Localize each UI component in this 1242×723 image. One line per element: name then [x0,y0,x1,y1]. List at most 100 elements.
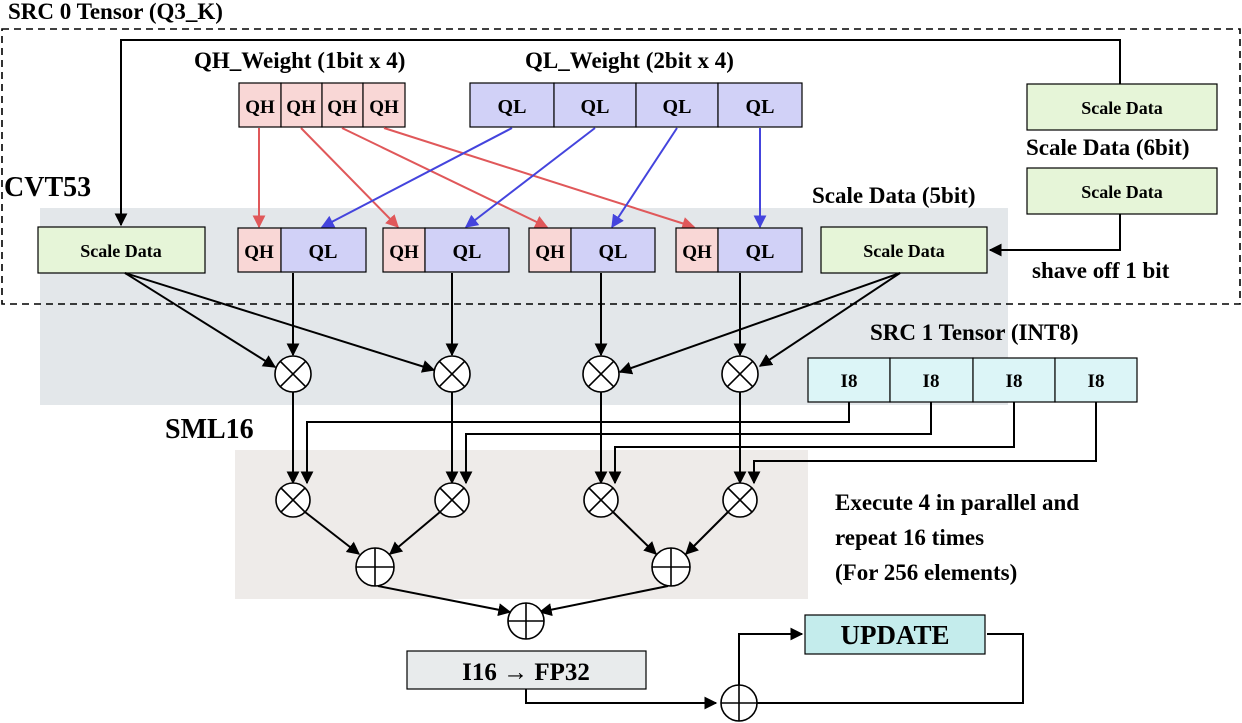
multiply-icon [583,482,619,518]
i8-cell-label: I8 [1088,371,1105,392]
scale-6bit-label: Scale Data (6bit) [1026,135,1190,160]
ql-weight-cell-label: QL [746,96,775,118]
i8-cell-label: I8 [923,371,940,392]
adder-arrow [304,511,361,555]
scale-data-box-left-label: Scale Data [80,241,161,261]
qh-weight-cell [280,82,323,128]
qh-arrow [383,127,696,230]
qh-weight-cell-label: QH [327,97,357,118]
i8-cell-label: I8 [841,371,858,392]
ql-weight-cell [469,82,555,128]
update-feedback-in [738,627,804,685]
sml16-label: SML16 [165,414,254,445]
combined-ql-cell [424,227,510,273]
ql-arrow [464,127,596,228]
ql-weight-cell-label: QL [498,96,527,118]
qh-weight-cell-label: QH [286,97,316,118]
scale-arrow [758,272,901,367]
int8-arrow [459,402,932,485]
qh-distribution-arrows [252,127,696,230]
sml16-region [235,450,808,599]
weights-to-multiplier-arrows [286,273,747,357]
convert-label: I16 → FP32 [462,659,590,686]
scale-arrow [124,272,436,373]
multiply-icon [433,355,471,393]
combined-ql-cell [570,227,656,273]
convert-to-accumulator-arrow [525,689,718,710]
multiplier-row-1 [274,355,759,393]
combined-qh-label: QH [389,242,419,263]
mult1-to-mult2-arrows [286,392,747,485]
adder-arrow [389,511,441,555]
int8-to-multiplier-arrows [300,402,1097,485]
multiply-icon [434,482,470,518]
scale-data-box-top-label: Scale Data [1081,98,1162,118]
scale-data-box-top [1026,83,1218,131]
multiply-icon [721,355,759,393]
combined-qh-label: QH [682,242,712,263]
ql-weight-cell-label: QL [663,96,692,118]
execute-line1: Execute 4 in parallel and [835,490,1079,515]
qh-weight-cell-label: QH [369,97,399,118]
adder-arrow [685,511,729,555]
convert-i16-fp32-box [406,650,647,690]
qh-weight-cell [362,82,406,128]
update-feedback-out [757,633,1024,704]
multiply-icon [582,355,620,393]
int8-arrow [608,402,1015,485]
scale-top-to-left-connector [114,39,1121,227]
combined-qh-cell [382,227,426,273]
multiplier-row-2 [275,482,758,518]
qh-arrow [300,127,399,228]
update-label: UPDATE [840,620,949,650]
adder-to-final-arrows [377,585,669,617]
scale-arrow [618,272,901,375]
scale-data-box-6bit [1026,167,1218,215]
add-icon [651,547,691,587]
combined-ql-label: QL [453,241,482,263]
combined-ql-label: QL [309,241,338,263]
i8-cell-label: I8 [1006,371,1023,392]
i8-cell [1054,357,1138,403]
qh-weight-cell [321,82,364,128]
ql-weight-title: QL_Weight (2bit x 4) [525,48,734,73]
adder-row-1 [355,547,691,587]
src1-int8-row: I8 I8 I8 I8 [807,357,1138,403]
i8-cell [972,357,1056,403]
i8-cell [889,357,974,403]
scale-data-box-5bit [820,226,988,274]
qh-weight-row: QH QH QH QH [238,82,406,128]
cvt53-label: CVT53 [4,172,91,203]
ql-weight-cell [635,82,719,128]
ql-distribution-arrows [320,127,767,229]
combined-qh-label: QH [244,242,274,263]
final-adder-arrow [377,585,512,617]
qh-weight-cell-label: QH [245,97,275,118]
add-icon [507,602,545,640]
execute-line2: repeat 16 times [835,525,984,550]
src1-title: SRC 1 Tensor (INT8) [870,320,1079,345]
int8-arrow [747,402,1097,485]
combined-ql-cell [280,227,367,273]
combined-qh-cell [528,227,572,273]
scale-6bit-to-5bit-connector [988,214,1121,257]
shave-label: shave off 1 bit [1032,258,1170,283]
combined-qh-cell [675,227,719,273]
ql-weight-cell [717,82,803,128]
update-box [804,614,986,655]
ql-arrow [611,127,678,229]
ql-weight-cell [553,82,637,128]
src0-title: SRC 0 Tensor (Q3_K) [8,0,223,24]
scale-data-box-5bit-label: Scale Data [863,241,944,261]
scale-arrow [124,272,277,368]
add-icon [355,547,395,587]
multiply-icon [275,482,311,518]
combined-ql-label: QL [746,241,775,263]
int8-arrow [300,402,850,485]
final-adder-arrow [538,585,669,617]
multiply-icon [722,482,758,518]
combined-ql-label: QL [599,241,628,263]
ql-weight-row: QL QL QL QL [469,82,803,128]
qh-arrow [341,127,549,228]
